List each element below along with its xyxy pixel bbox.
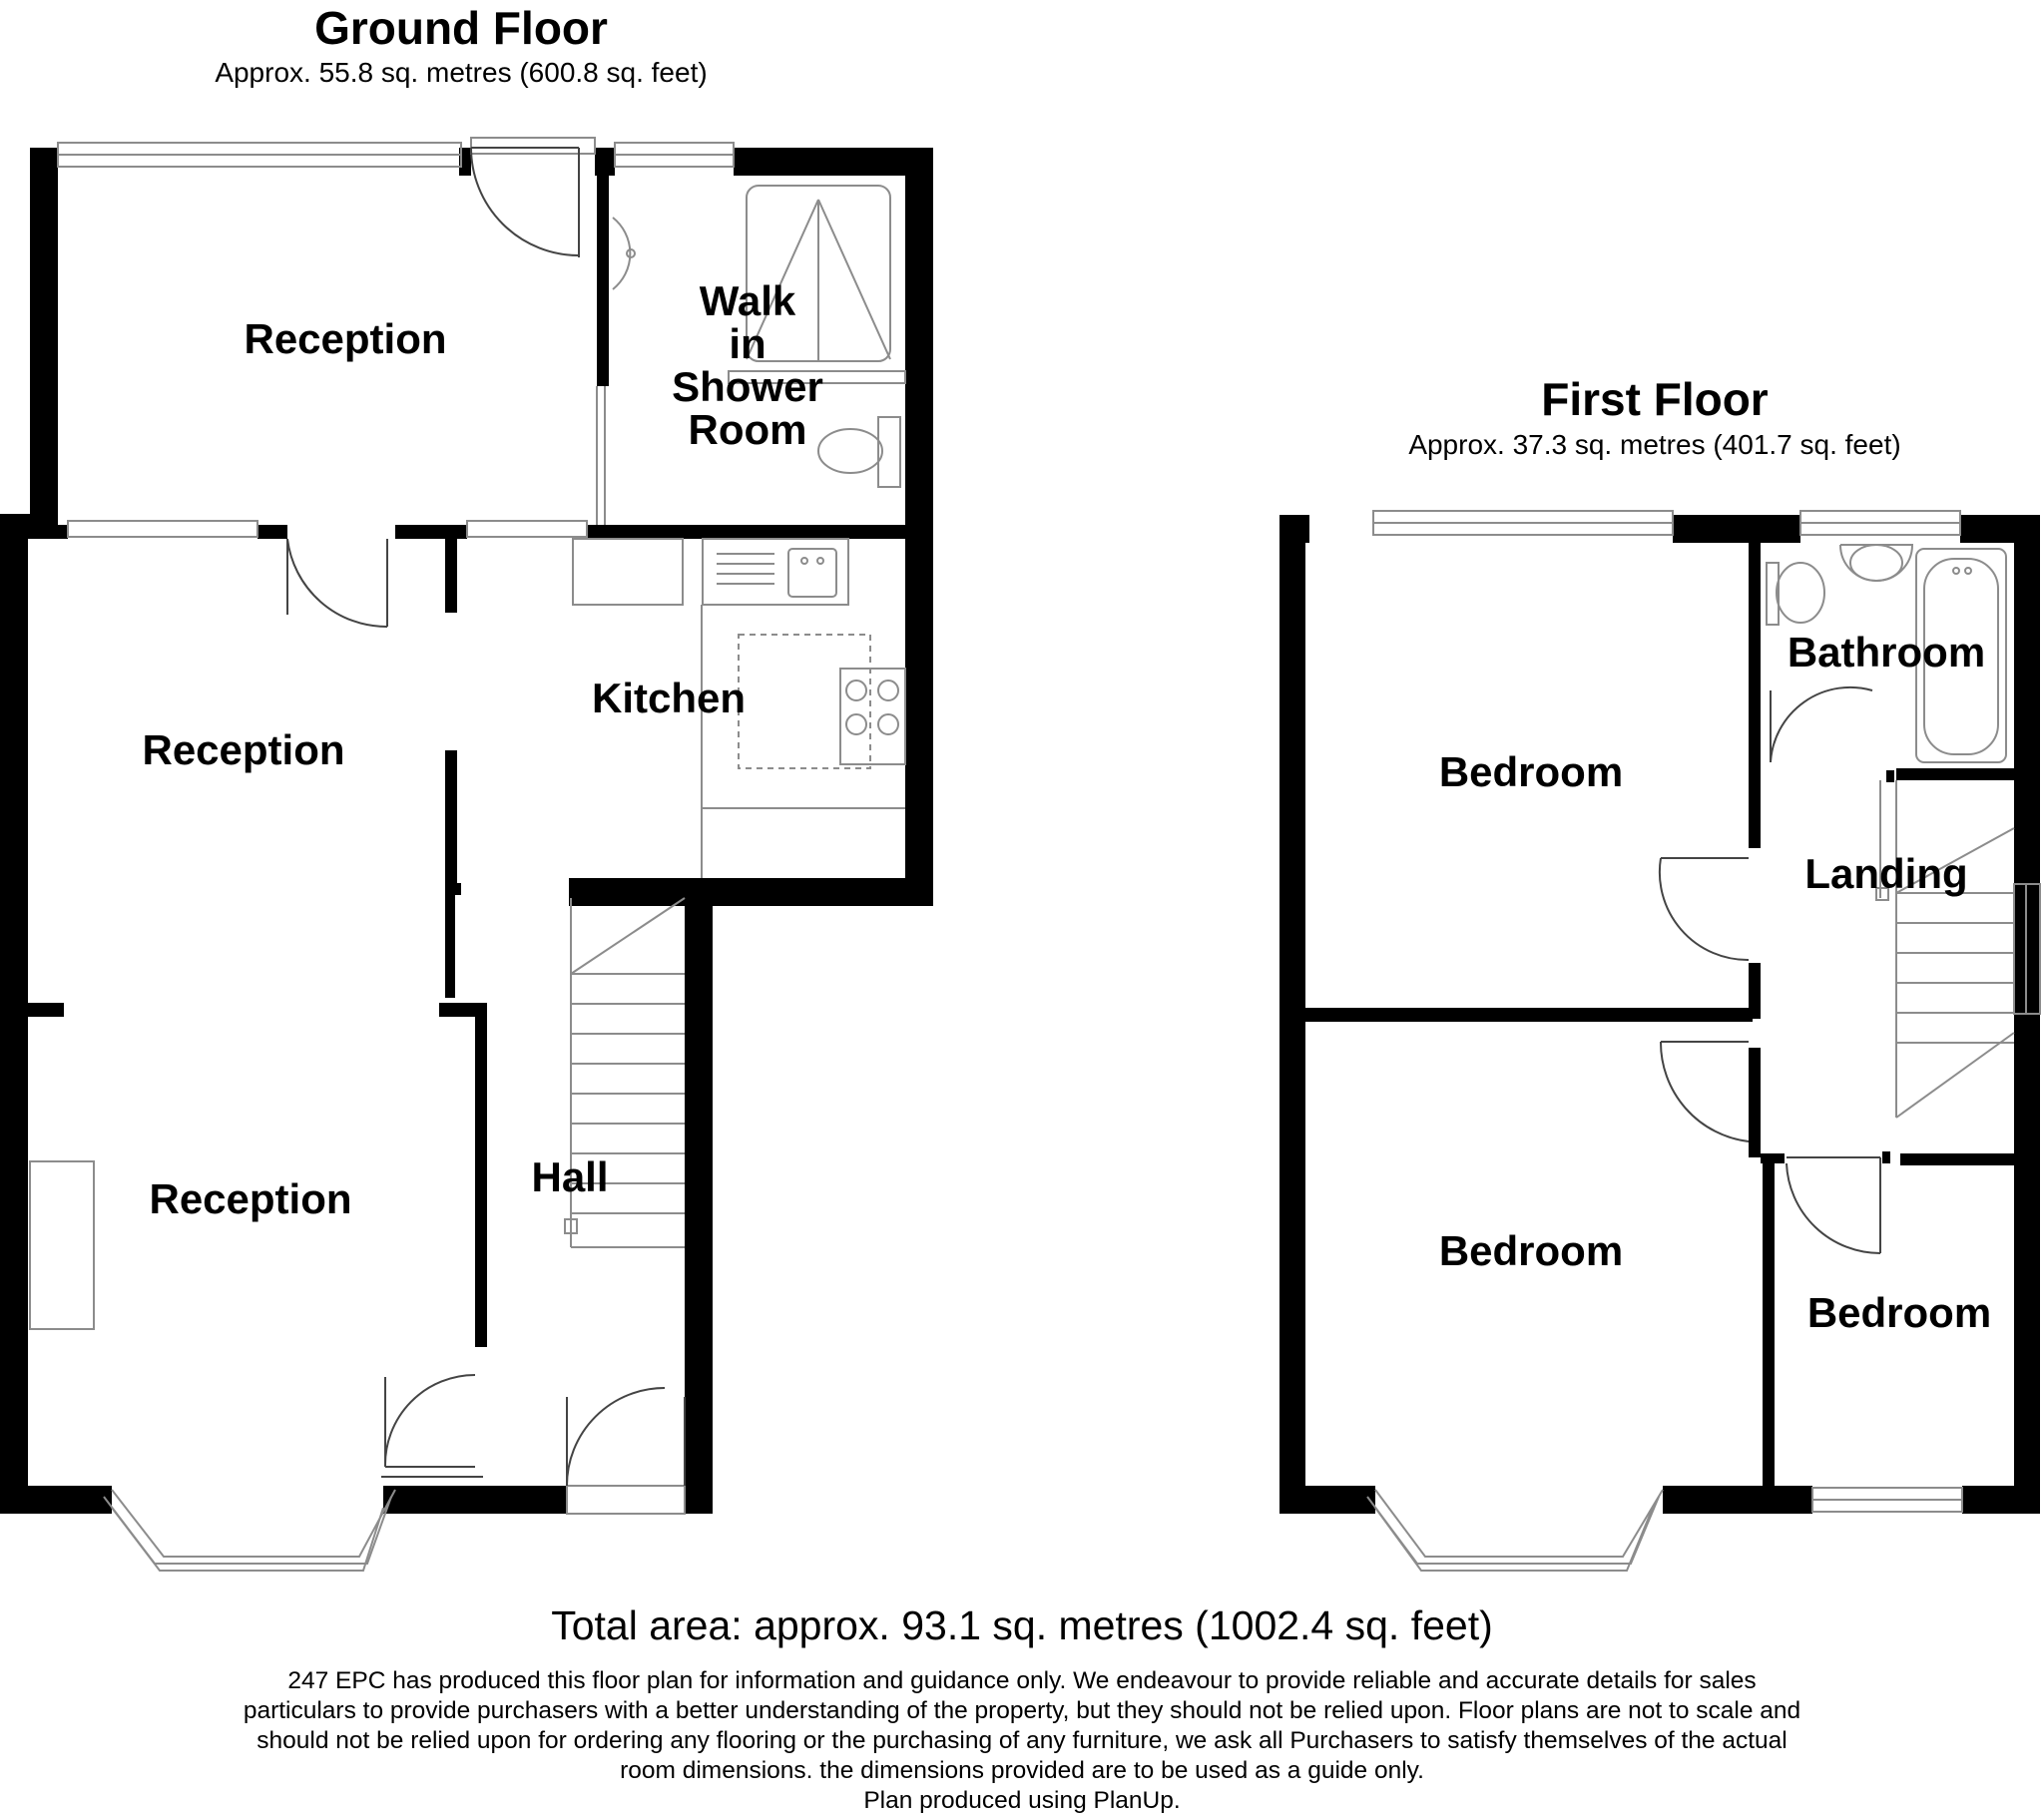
disclaimer-line: room dimensions. the dimensions provided… (620, 1757, 1424, 1784)
room-label-reception-top: Reception (244, 315, 446, 362)
room-label-hall: Hall (531, 1153, 608, 1200)
disclaimer: 247 EPC has produced this floor plan for… (174, 1666, 1870, 1816)
ground-floor-windows (57, 137, 735, 1572)
total-area: Total area: approx. 93.1 sq. metres (100… (551, 1602, 1493, 1648)
room-label-shower-line-1: Walk (700, 277, 796, 324)
room-label-shower-line-4: Room (689, 406, 807, 453)
first-floor-windows (1366, 510, 2041, 1572)
room-label-bathroom: Bathroom (1788, 629, 1985, 676)
disclaimer-line: Plan produced using PlanUp. (863, 1787, 1181, 1814)
ground-floor-area: Approx. 55.8 sq. metres (600.8 sq. feet) (215, 57, 707, 88)
first-floor-area: Approx. 37.3 sq. metres (401.7 sq. feet) (1408, 429, 1900, 460)
ground-floor-plan: Ground Floor Approx. 55.8 sq. metres (60… (0, 2, 933, 1572)
ground-floor-doors (286, 147, 686, 1487)
room-label-kitchen: Kitchen (592, 675, 746, 721)
disclaimer-line: particulars to provide purchasers with a… (243, 1697, 1801, 1724)
room-label-bedroom-1: Bedroom (1439, 748, 1623, 795)
first-floor-doors (1658, 685, 1881, 1255)
ground-floor-room-labels: Reception Walk in Shower Room Kitchen Re… (142, 277, 822, 1222)
room-label-shower-line-2: in (729, 320, 766, 367)
first-floor-title: First Floor (1541, 373, 1769, 425)
first-floor-plan: First Floor Approx. 37.3 sq. metres (401… (1279, 373, 2041, 1572)
room-label-reception-lower: Reception (149, 1175, 351, 1222)
ground-floor-title: Ground Floor (314, 2, 608, 54)
first-floor-fixtures (1766, 544, 2015, 1119)
first-floor-walls (1279, 515, 2040, 1514)
room-label-reception-mid: Reception (142, 726, 344, 773)
disclaimer-line: should not be relied upon for ordering a… (256, 1727, 1788, 1754)
first-floor-room-labels: Bedroom Bathroom Landing Bedroom Bedroom (1439, 629, 1991, 1336)
room-label-bedroom-3: Bedroom (1807, 1289, 1991, 1336)
ground-floor-fixtures (29, 185, 906, 1330)
disclaimer-line: 247 EPC has produced this floor plan for… (287, 1667, 1757, 1694)
room-label-landing: Landing (1804, 850, 1967, 897)
room-label-bedroom-2: Bedroom (1439, 1227, 1623, 1274)
ground-floor-walls (0, 148, 933, 1514)
room-label-shower-line-3: Shower (672, 363, 823, 410)
